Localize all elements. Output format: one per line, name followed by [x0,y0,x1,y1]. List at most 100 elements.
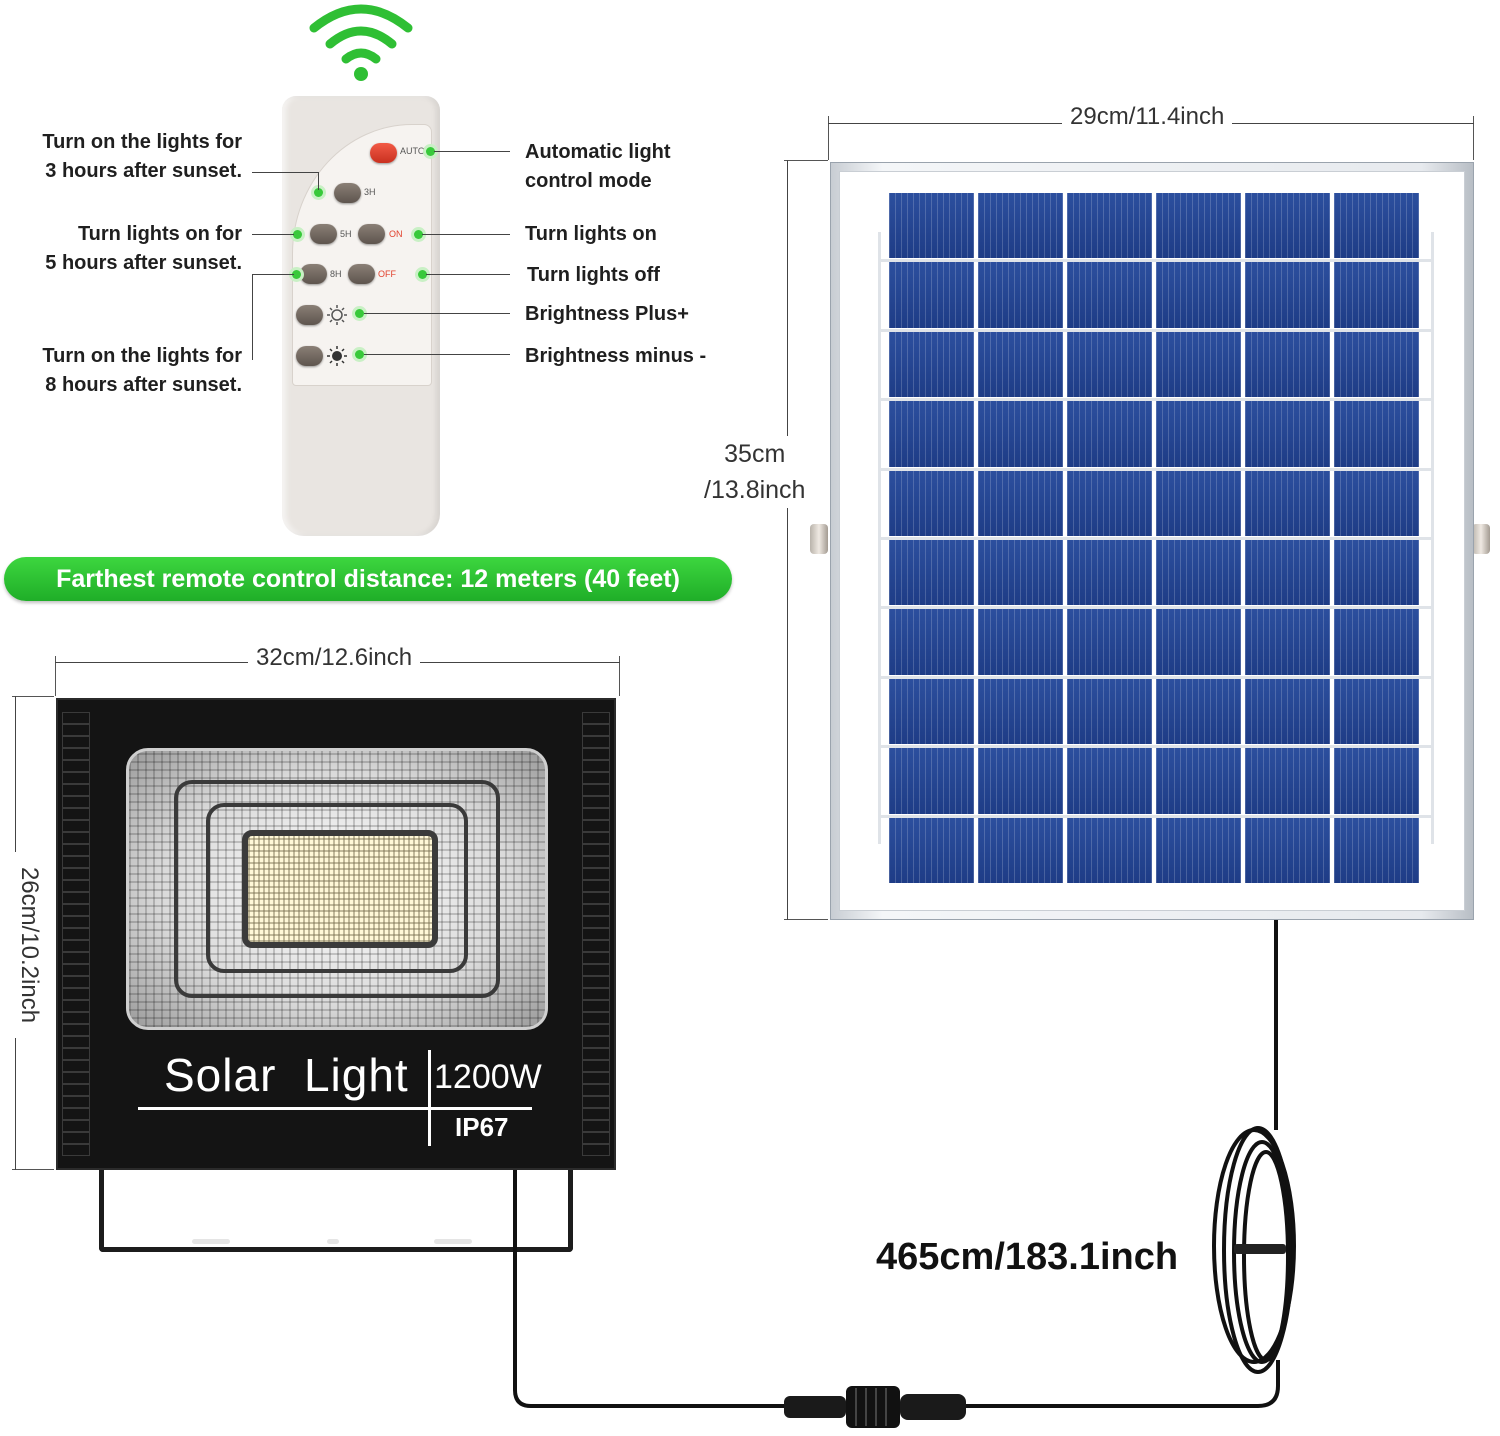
callout-dot-minus [355,350,364,359]
panel-busbar-edge [878,232,881,844]
callout-dot-off [418,270,427,279]
callout-line-plus [364,313,510,314]
label-5h: Turn lights on for 5 hours after sunset. [45,220,242,278]
bracket-slot-right [434,1239,472,1244]
solar-cell [1156,470,1241,536]
callout-dot-on [414,230,423,239]
label-brightness-plus: Brightness Plus+ [525,303,689,325]
dim-sun-icon [327,346,347,366]
solar-cell [1156,609,1241,675]
solar-cell [1334,540,1419,606]
brightness-plus-button[interactable] [296,305,323,325]
panel-busbar [878,745,1434,749]
solar-cell [1156,678,1241,745]
panel-busbar [878,328,1434,332]
label-off: Turn lights off [527,264,660,286]
waterproof-connector [784,1386,966,1428]
flood-width-tick-left [55,656,56,696]
panel-busbar [878,537,1434,540]
solar-cell [889,540,974,606]
auto-button[interactable] [370,143,397,163]
3h-button[interactable] [334,183,361,203]
floodlight-label-divider [428,1050,431,1146]
panel-wingnut-left [810,524,828,554]
solar-cell [1334,609,1419,675]
callout-line-8h [252,274,294,275]
callout-dot-5h [293,230,302,239]
housing-pattern-left [62,712,90,1156]
solar-cell [1334,331,1419,398]
reflector-ring-inner [206,803,468,973]
solar-cell [1245,540,1330,606]
solar-cell [978,401,1063,467]
panel-height-label-line2: /13.8inch [704,476,806,504]
panel-height-tick-bottom [784,919,828,920]
auto-button-label: AUTO [400,146,425,156]
flood-mount-bracket [99,1168,573,1252]
brightness-minus-button[interactable] [296,346,323,366]
solar-cell [1156,540,1241,606]
label-auto-line2: control mode [525,170,652,192]
solar-cell [1245,193,1330,259]
solar-cell [1156,193,1241,259]
label-5h-line1: Turn lights on for [77,223,242,245]
panel-busbar [878,467,1434,471]
solar-cell [889,331,974,398]
label-3h-line2: 3 hours after sunset. [45,160,242,182]
panel-busbar-edge [1431,232,1434,844]
solar-cell [978,748,1063,814]
solar-cell [889,748,974,814]
bracket-slot-left [192,1239,230,1244]
label-8h: Turn on the lights for 8 hours after sun… [42,342,242,400]
panel-width-label: 29cm/11.4inch [1062,102,1233,132]
solar-cell [1156,401,1241,467]
floodlight-label-underline [138,1107,532,1110]
flood-width-label: 32cm/12.6inch [248,643,421,673]
led-array [242,830,438,948]
label-8h-line2: 8 hours after sunset. [45,374,242,396]
solar-cell [1156,817,1241,883]
solar-cell [1067,193,1152,259]
callout-line-on [422,234,510,235]
panel-wingnut-right [1472,524,1490,554]
5h-button[interactable] [310,224,337,244]
solar-cell [978,262,1063,328]
callout-line-3h [252,172,318,173]
solar-cell [1156,331,1241,398]
solar-cell [1245,331,1330,398]
floodlight-ip-rating: IP67 [455,1112,509,1142]
solar-cell [1245,609,1330,675]
solar-cell [889,678,974,745]
label-auto: Automatic light control mode [525,138,671,196]
on-button[interactable] [358,224,385,244]
solar-cell [1067,817,1152,883]
solar-cell [889,262,974,328]
solar-cell-grid [889,193,1419,883]
solar-cell [1245,678,1330,745]
solar-cell [1245,262,1330,328]
solar-cell [1334,262,1419,328]
solar-cell [978,331,1063,398]
callout-line-3h-v [318,172,319,190]
solar-cell [978,678,1063,745]
panel-busbar [878,675,1434,679]
panel-width-tick-right [1473,116,1474,160]
solar-cell [1245,817,1330,883]
panel-height-label: 35cm /13.8inch [696,436,814,508]
solar-cell [1067,401,1152,467]
8h-button[interactable] [300,264,327,284]
solar-cell [978,609,1063,675]
solar-cell [978,470,1063,536]
cable-length-label: 465cm/183.1inch [876,1236,1179,1278]
solar-cell [978,540,1063,606]
solar-cell [1067,540,1152,606]
label-brightness-minus: Brightness minus - [525,345,707,367]
solar-cell [978,193,1063,259]
solar-cell [1245,748,1330,814]
8h-button-label: 8H [330,269,342,279]
solar-cell [1067,470,1152,536]
off-button[interactable] [348,264,375,284]
remote-distance-banner: Farthest remote control distance: 12 met… [4,557,732,601]
label-8h-line1: Turn on the lights for [42,345,242,367]
